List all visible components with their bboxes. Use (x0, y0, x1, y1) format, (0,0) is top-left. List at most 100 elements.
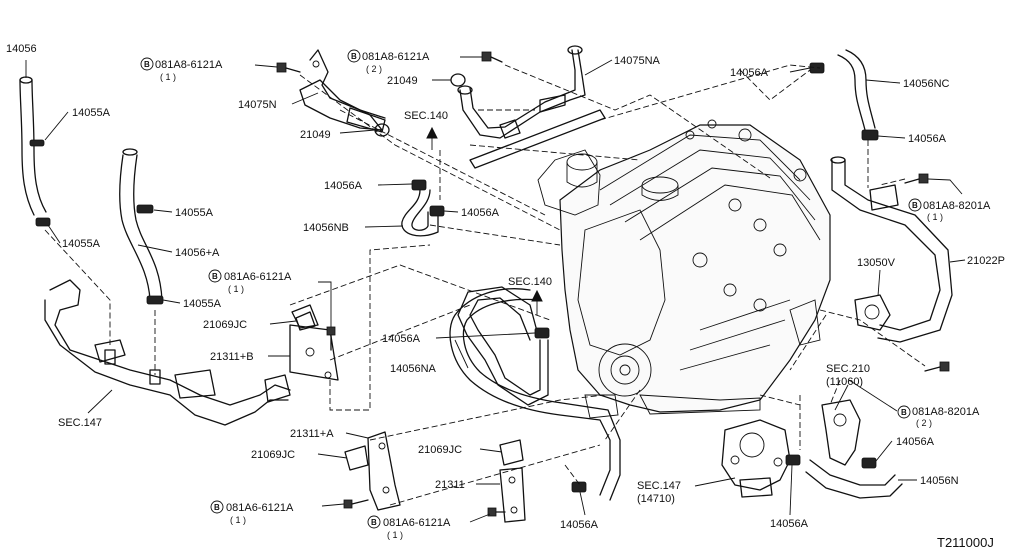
bolt-symbol-3: B (908, 198, 922, 212)
bolt-symbol-5: B (897, 405, 911, 419)
svg-text:B: B (214, 503, 220, 512)
label-14056N: 14056N (920, 475, 959, 487)
label-14056A-mid1: 14056A (324, 180, 363, 192)
label-21049-2: 21049 (387, 75, 418, 87)
gasket-13050V (854, 294, 891, 331)
pump-sec147 (721, 419, 791, 498)
label-sec140-mid: SEC.140 (508, 276, 552, 288)
label-14055A-3: 14055A (175, 207, 214, 219)
bolt-081A6-3 (487, 507, 506, 517)
label-21069JC-1: 21069JC (203, 319, 247, 331)
label-bolt-8201A-1-qty: ( 1 ) (927, 212, 943, 222)
clamp-14056A-bot2 (785, 454, 801, 466)
clamp-14055A-4 (146, 295, 164, 305)
label-bolt-081A6-1-qty: ( 1 ) (228, 284, 244, 294)
label-sec210-sub: (11060) (826, 376, 863, 388)
hose-21022P (830, 156, 953, 343)
label-sec210: SEC.210 (826, 363, 870, 375)
clamp-14056A-bot1 (571, 481, 587, 493)
label-14056-plus-a: 14056+A (175, 247, 220, 259)
label-bolt-081A6-1: 081A6-6121A (224, 271, 292, 283)
bolt-symbol-4: B (208, 269, 222, 283)
diagram-id: T211000J (937, 535, 994, 550)
engine-assembly (537, 119, 831, 419)
bracket-21311 (499, 467, 526, 523)
label-14055A-4: 14055A (183, 298, 222, 310)
hose-14056-plus-a (119, 148, 163, 301)
clamp-14056A-right (861, 129, 879, 141)
label-14055A-1: 14055A (72, 107, 111, 119)
svg-text:B: B (351, 52, 357, 61)
bolt-081A8-top2 (481, 51, 503, 63)
label-sec147-bottom-sub: (14710) (637, 493, 675, 505)
label-14075N: 14075N (238, 99, 277, 111)
svg-text:B: B (901, 408, 907, 417)
label-14056A-bot2: 14056A (770, 518, 809, 530)
label-bolt-8201A-2: 081A8-8201A (912, 406, 980, 418)
label-14056NB: 14056NB (303, 222, 349, 234)
label-21069JC-2: 21069JC (251, 449, 295, 461)
leader-lines (25, 56, 966, 523)
label-21022P: 21022P (967, 255, 1005, 267)
arrow-sec140-top (426, 126, 438, 150)
clip-21069JC-1 (295, 311, 316, 331)
label-14056A-right: 14056A (908, 133, 947, 145)
hose-14056N (805, 459, 903, 499)
clip-21069JC-3 (499, 439, 524, 466)
bolt-081A8-8201A-2 (924, 361, 950, 372)
label-21311-plus-b: 21311+B (210, 351, 254, 363)
label-sec147-bottom: SEC.147 (637, 480, 681, 492)
label-bolt-081A6-3: 081A6-6121A (383, 517, 451, 529)
clamp-14055A-2 (35, 217, 51, 227)
label-bolt-8201A-1: 081A8-8201A (923, 200, 991, 212)
bolt-symbol-1: B (140, 57, 154, 71)
bolt-081A8-top1 (276, 62, 301, 73)
clip-21069JC-2 (344, 445, 369, 471)
svg-text:B: B (912, 201, 918, 210)
label-14056NA: 14056NA (390, 363, 437, 375)
label-bolt-081A6-2-qty: ( 1 ) (230, 515, 246, 525)
label-13050V: 13050V (857, 257, 896, 269)
label-14056A-mid2: 14056A (461, 207, 500, 219)
label-bolt-081A8-top1-qty: ( 1 ) (160, 72, 176, 82)
part-labels: 14056 14055A 14055A 14055A 14056+A 14055… (6, 43, 1005, 550)
label-14056NC: 14056NC (903, 78, 950, 90)
label-14056A-mid3: 14056A (382, 333, 421, 345)
bracket-21311-plus-a (367, 431, 401, 511)
label-14056: 14056 (6, 43, 37, 55)
bolt-symbol-6: B (210, 500, 224, 514)
label-bolt-081A8-top2: 081A8-6121A (362, 51, 430, 63)
clamp-14056A-mid1 (411, 179, 427, 191)
bolt-symbol-2: B (347, 49, 361, 63)
pipe-14075NA (457, 45, 606, 169)
label-sec147-left: SEC.147 (58, 417, 102, 429)
clamp-14055A-3 (136, 204, 154, 214)
clamp-14056A-br (861, 457, 877, 469)
bolt-081A8-8201A-1 (904, 173, 929, 184)
label-bolt-081A8-top2-qty: ( 2 ) (366, 64, 382, 74)
hose-14056NB (401, 189, 439, 237)
label-bolt-8201A-2-qty: ( 2 ) (916, 418, 932, 428)
label-14056A-br: 14056A (896, 436, 935, 448)
svg-text:B: B (144, 60, 150, 69)
label-14056A-top: 14056A (730, 67, 769, 79)
hose-14056 (19, 76, 47, 216)
label-14056A-bot1: 14056A (560, 519, 599, 531)
svg-text:B: B (371, 518, 377, 527)
label-21069JC-3: 21069JC (418, 444, 462, 456)
dashed-guides (44, 64, 926, 506)
clamp-14055A-1 (29, 139, 45, 147)
clamp-14056A-mid2 (429, 205, 445, 217)
label-21311-plus-a: 21311+A (290, 428, 334, 440)
label-sec140-top: SEC.140 (404, 110, 448, 122)
svg-text:B: B (212, 272, 218, 281)
water-pipe-sec147 (44, 279, 291, 426)
label-14055A-2: 14055A (62, 238, 101, 250)
clamp-14056A-top (809, 62, 825, 74)
label-21049-1: 21049 (300, 129, 331, 141)
label-bolt-081A6-3-qty: ( 1 ) (387, 530, 403, 540)
label-14075NA: 14075NA (614, 55, 661, 67)
arrow-sec140-mid (531, 289, 543, 315)
bolt-symbol-7: B (367, 515, 381, 529)
